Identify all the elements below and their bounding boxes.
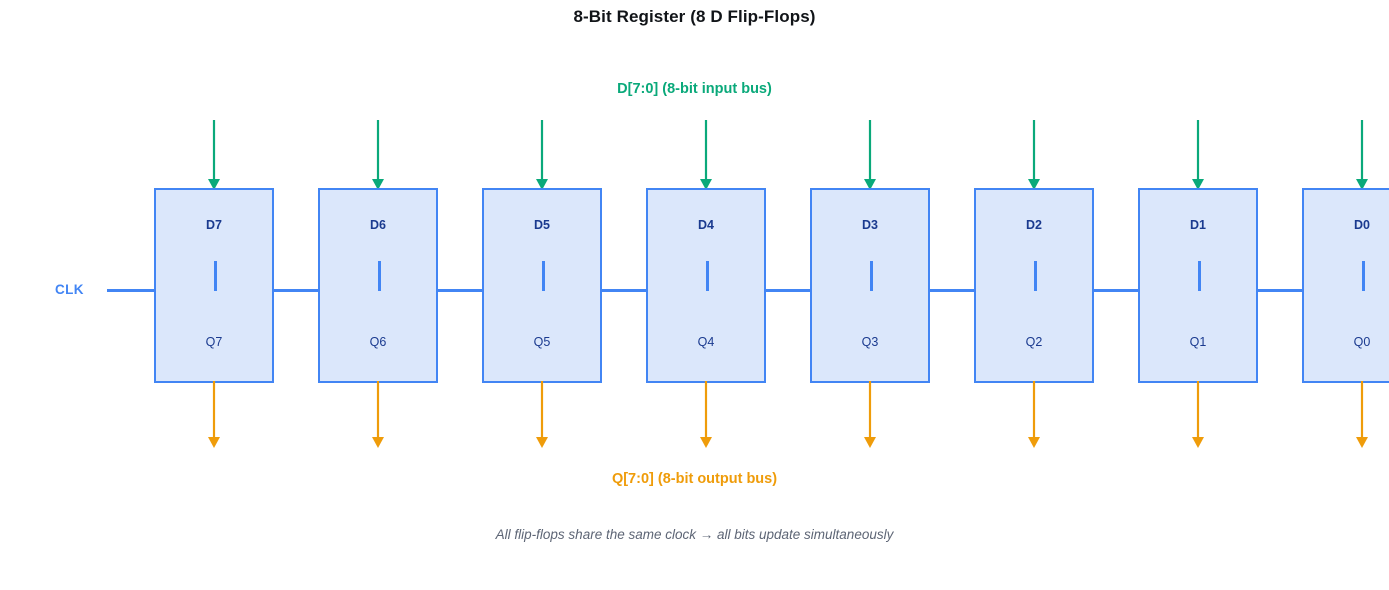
clock-input-stub bbox=[378, 261, 381, 291]
flipflop-output-label: Q3 bbox=[861, 335, 879, 349]
clock-input-stub bbox=[542, 261, 545, 291]
output-arrow-Q5 bbox=[532, 381, 552, 448]
output-arrow-Q3 bbox=[860, 381, 880, 448]
flipflop-output-label: Q0 bbox=[1353, 335, 1371, 349]
flipflop-input-label: D0 bbox=[1354, 218, 1370, 232]
clock-input-stub bbox=[1034, 261, 1037, 291]
output-arrow-Q2 bbox=[1024, 381, 1044, 448]
input-arrow-D3 bbox=[860, 120, 880, 190]
page-title: 8-Bit Register (8 D Flip-Flops) bbox=[573, 7, 816, 26]
flipflop-input-label: D1 bbox=[1190, 218, 1206, 232]
input-bus-label: D[7:0] (8-bit input bus) bbox=[617, 81, 772, 97]
flipflop-output-label: Q1 bbox=[1189, 335, 1207, 349]
input-arrow-D0 bbox=[1352, 120, 1372, 190]
clock-input-stub bbox=[870, 261, 873, 291]
input-arrow-D1 bbox=[1188, 120, 1208, 190]
clock-input-stub bbox=[706, 261, 709, 291]
flipflop-input-label: D3 bbox=[862, 218, 878, 232]
flipflop-output-label: Q4 bbox=[697, 335, 715, 349]
flipflop-input-label: D7 bbox=[206, 218, 222, 232]
flipflop-output-label: Q7 bbox=[205, 335, 223, 349]
output-arrow-Q4 bbox=[696, 381, 716, 448]
flipflop-input-label: D2 bbox=[1026, 218, 1042, 232]
flipflop-input-label: D5 bbox=[534, 218, 550, 232]
input-arrow-D7 bbox=[204, 120, 224, 190]
input-arrow-D4 bbox=[696, 120, 716, 190]
output-arrow-Q1 bbox=[1188, 381, 1208, 448]
flipflop-output-label: Q5 bbox=[533, 335, 551, 349]
clock-label: CLK bbox=[55, 282, 84, 297]
output-arrow-Q0 bbox=[1352, 381, 1372, 448]
output-arrow-Q6 bbox=[368, 381, 388, 448]
input-arrow-D2 bbox=[1024, 120, 1044, 190]
input-arrow-D6 bbox=[368, 120, 388, 190]
flipflop-output-label: Q6 bbox=[369, 335, 387, 349]
flipflop-input-label: D4 bbox=[698, 218, 714, 232]
footer-note: All flip-flops share the same clock → al… bbox=[495, 527, 894, 542]
output-arrow-Q7 bbox=[204, 381, 224, 448]
flipflop-input-label: D6 bbox=[370, 218, 386, 232]
clock-input-stub bbox=[214, 261, 217, 291]
clock-input-stub bbox=[1362, 261, 1365, 291]
output-bus-label: Q[7:0] (8-bit output bus) bbox=[611, 471, 778, 487]
input-arrow-D5 bbox=[532, 120, 552, 190]
flipflop-output-label: Q2 bbox=[1025, 335, 1043, 349]
clock-input-stub bbox=[1198, 261, 1201, 291]
